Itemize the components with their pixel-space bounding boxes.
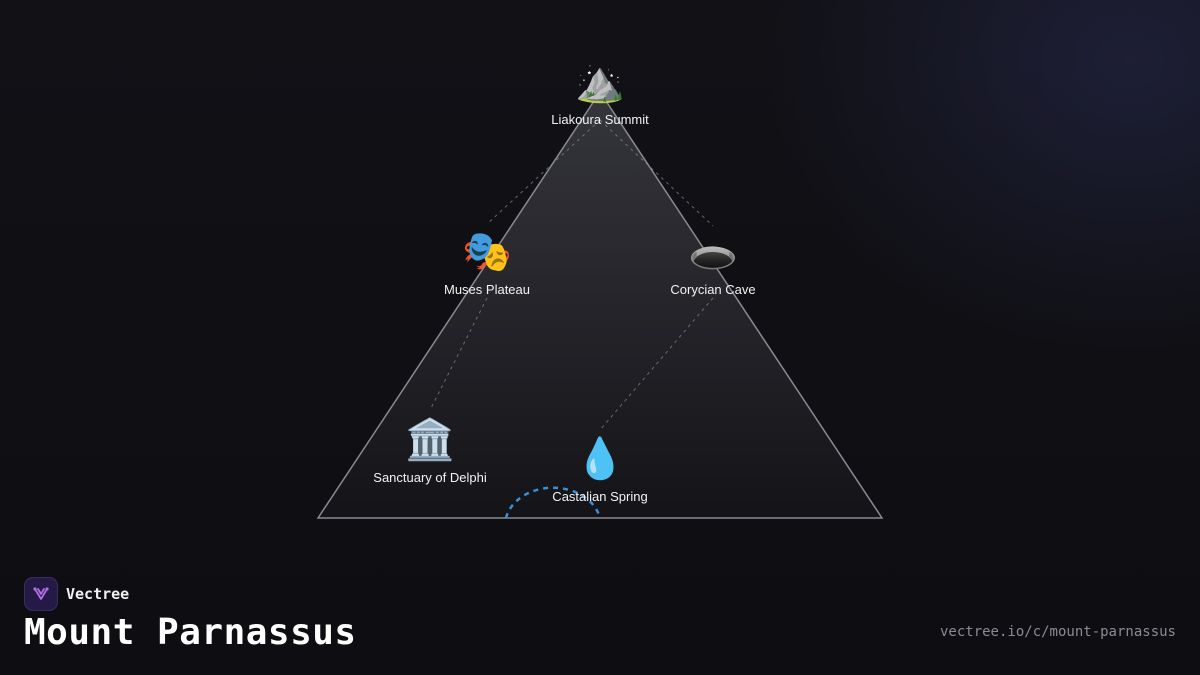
water-drop-icon: 💧	[575, 436, 625, 482]
cave-hole-icon: 🕳️	[688, 229, 738, 275]
node-label: Muses Plateau	[444, 282, 530, 297]
brand-name: Vectree	[66, 585, 130, 603]
node-delphi[interactable]: 🏛️ Sanctuary of Delphi	[373, 416, 486, 485]
brand-logo	[24, 577, 58, 611]
page-url[interactable]: vectree.io/c/mount-parnassus	[939, 624, 1176, 640]
spring-arc	[504, 486, 602, 519]
edge-summit-cave	[599, 119, 714, 227]
theater-masks-icon: 🎭	[462, 229, 512, 275]
node-label: Liakoura Summit	[551, 112, 649, 127]
node-label: Corycian Cave	[670, 282, 756, 297]
node-label: Castalian Spring	[552, 489, 648, 504]
node-cave[interactable]: 🕳️ Corycian Cave	[670, 228, 755, 297]
edge-cave-spring	[599, 297, 714, 431]
node-label: Sanctuary of Delphi	[373, 470, 487, 485]
node-spring[interactable]: 💧 Castalian Spring	[552, 435, 647, 504]
fork-icon	[33, 587, 49, 600]
mountain-triangle	[316, 90, 884, 519]
page-title: Mount Parnassus	[24, 612, 357, 653]
brand[interactable]: Vectree	[24, 577, 129, 611]
classical-building-icon: 🏛️	[405, 417, 455, 463]
node-muses[interactable]: 🎭 Muses Plateau	[444, 228, 530, 297]
mountain-icon: ⛰️	[575, 59, 625, 105]
edge-layer	[429, 119, 714, 431]
edge-summit-muses	[486, 119, 601, 225]
node-summit[interactable]: ⛰️ Liakoura Summit	[551, 58, 649, 127]
